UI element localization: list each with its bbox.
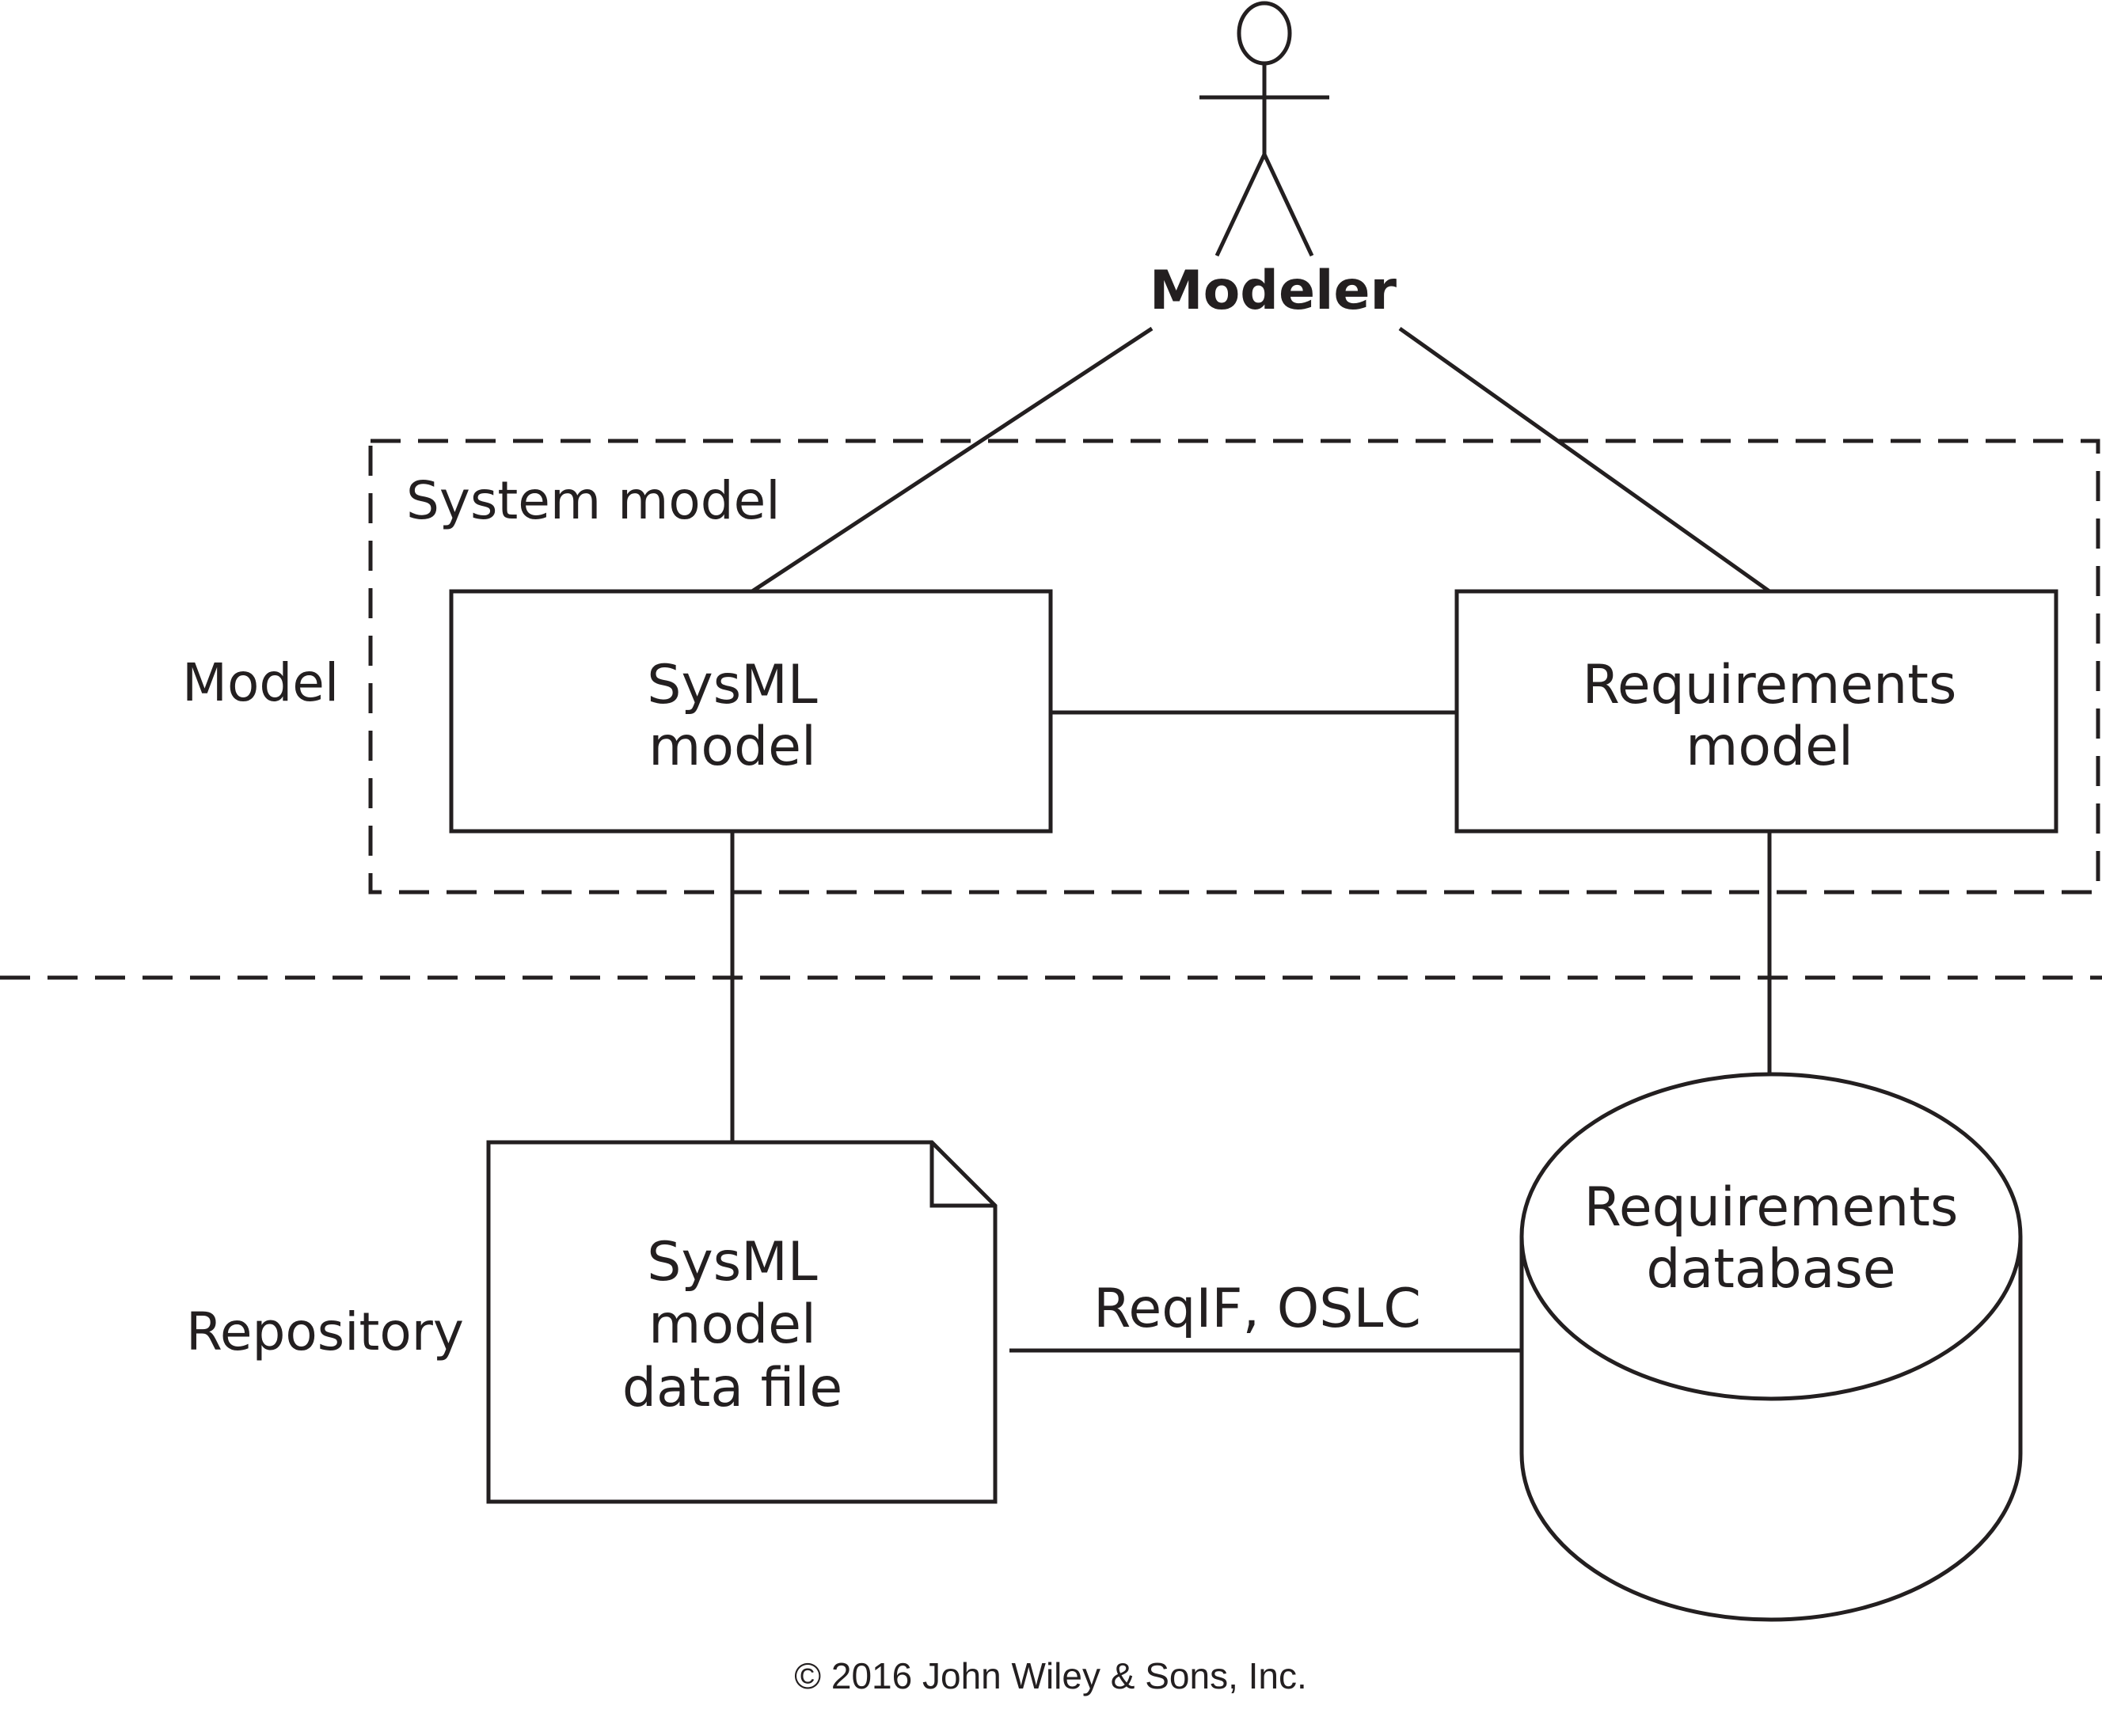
sysml-model-label-1: SysML	[647, 654, 818, 716]
modeler-actor-icon	[1199, 1, 1329, 257]
sysml-data-file-label-3: data file	[622, 1357, 842, 1419]
requirements-model-label-1: Requirements	[1583, 654, 1957, 716]
actor-to-requirements-line	[1398, 326, 1771, 594]
system-model-boundary	[368, 439, 2100, 895]
layer-label-repository: Repository	[186, 1301, 464, 1362]
copyright-text: © 2016 John Wiley & Sons, Inc.	[794, 1655, 1307, 1696]
requirements-model-label-2: model	[1686, 716, 1853, 778]
requirements-database-node	[1519, 1072, 2023, 1622]
repository-link-label: ReqIF, OSLC	[1093, 1278, 1421, 1340]
sysml-model-label-2: model	[648, 716, 816, 778]
sysml-data-file-label-1: SysML	[647, 1231, 818, 1293]
layer-label-model: Model	[182, 652, 339, 713]
sysml-data-file-node	[486, 1140, 998, 1504]
requirements-model-node	[1454, 589, 2058, 834]
requirements-database-label-2: database	[1646, 1238, 1895, 1301]
requirements-database-label-1: Requirements	[1584, 1176, 1959, 1239]
actor-label: Modeler	[1150, 260, 1397, 322]
sysml-data-file-label-2: model	[648, 1293, 816, 1356]
actor-to-sysml-line	[751, 326, 1154, 594]
sysml-model-node	[449, 589, 1053, 834]
system-model-title: System model	[406, 470, 781, 531]
